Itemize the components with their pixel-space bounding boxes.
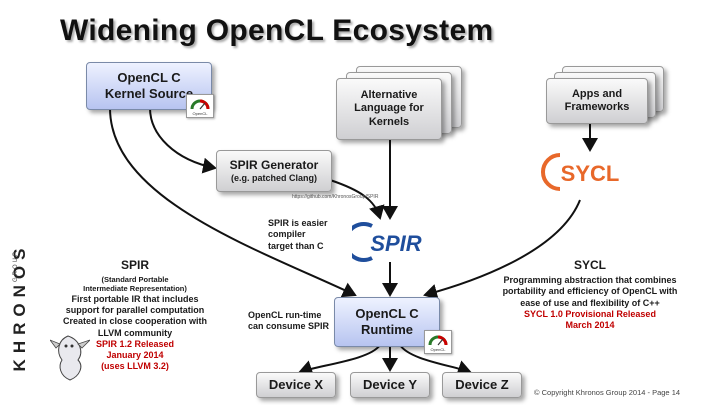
spir-panel-heading: SPIR — [120, 258, 149, 272]
kernel-source-line-1: OpenCL C — [117, 70, 181, 86]
device-y-box: Device Y — [350, 372, 430, 398]
runtime-consume-note: OpenCL run-time can consume SPIR — [248, 310, 338, 333]
spir-release-2: January 2014 — [106, 350, 164, 360]
opencl-logo-icon: OpenCL — [186, 94, 214, 118]
sycl-release-1: SYCL 1.0 Provisional Released — [524, 308, 656, 319]
spir-panel-body-4: LLVM community — [97, 327, 173, 338]
device-z-box: Device Z — [442, 372, 522, 398]
apps-line-2: Frameworks — [564, 101, 630, 113]
alt-language-line-1: Alternative — [360, 89, 418, 102]
apps-line-1: Apps and — [571, 87, 623, 100]
spir-panel-sub-2: Intermediate Representation) — [83, 284, 187, 294]
spir-easier-line-1: SPIR is easier compiler — [268, 218, 328, 240]
spir-logo: SPIR — [343, 222, 432, 262]
spir-panel: SPIR (Standard Portable Intermediate Rep… — [60, 258, 210, 373]
spir-release-3: (uses LLVM 3.2) — [101, 361, 169, 372]
spir-generator-box: SPIR Generator (e.g. patched Clang) — [216, 150, 332, 192]
page-title: Widening OpenCL Ecosystem — [60, 14, 494, 47]
runtime-line-1: OpenCL C — [355, 306, 419, 322]
opencl-runtime-logo-icon: OpenCL — [424, 330, 452, 354]
spir-url: https://github.com/KhronosGroup/SPIR — [292, 194, 379, 200]
sycl-panel-body-2: portability and efficiency of OpenCL wit… — [502, 286, 678, 297]
spir-panel-body-2: support for parallel computation — [65, 305, 205, 315]
svg-text:SYCL: SYCL — [561, 161, 620, 186]
footer-copyright: © Copyright Khronos Group 2014 - Page 14 — [534, 388, 681, 397]
runtime-line-2: Runtime — [361, 322, 413, 337]
kernel-source-box: OpenCL C Kernel Source — [86, 62, 212, 110]
sycl-release-2: March 2014 — [565, 320, 615, 330]
sycl-panel-heading: SYCL — [573, 258, 606, 272]
arrow-sycl-to-runtime — [423, 199, 581, 300]
svg-text:SPIR: SPIR — [370, 231, 421, 256]
arrow-kernel-to-runtime — [109, 107, 357, 298]
svg-text:OpenCL: OpenCL — [193, 111, 209, 116]
svg-text:OpenCL: OpenCL — [431, 347, 447, 352]
arrow-runtime-to-device-z — [399, 344, 472, 376]
spir-easier-line-2: target than C — [268, 240, 324, 251]
apps-frameworks-box: Apps and Frameworks — [546, 78, 648, 124]
spir-generator-sub: (e.g. patched Clang) — [230, 172, 317, 183]
runtime-box: OpenCL C Runtime — [334, 297, 440, 347]
spir-panel-body-1: First portable IR that includes — [71, 293, 199, 304]
arrow-runtime-to-device-x — [298, 344, 381, 376]
runtime-consume-line-2: can consume SPIR — [248, 321, 330, 332]
arrow-generator-to-spir — [329, 179, 385, 220]
alt-language-line-2: Language for — [354, 102, 424, 115]
spir-release-1: SPIR 1.2 Released — [95, 338, 175, 349]
sycl-logo: SYCL — [540, 152, 630, 192]
arrow-kernel-to-generator — [149, 107, 217, 174]
spir-panel-body-3: Created in close cooperation with — [62, 316, 208, 327]
spir-easier-note: SPIR is easier compiler target than C — [268, 218, 364, 252]
sycl-panel-body-1: Programming abstraction that combines — [503, 275, 677, 285]
spir-generator-title: SPIR Generator — [229, 158, 319, 173]
device-x-box: Device X — [256, 372, 336, 398]
alt-language-line-3: Kernels — [368, 115, 410, 128]
alt-language-box: Alternative Language for Kernels — [336, 78, 442, 140]
sycl-panel-body-3: ease of use and flexibility of C++ — [520, 297, 660, 308]
llvm-dragon-logo — [48, 330, 91, 386]
spir-panel-sub-1: (Standard Portable — [101, 275, 169, 284]
sycl-panel: SYCL Programming abstraction that combin… — [490, 258, 690, 331]
kernel-source-line-2: Kernel Source — [104, 86, 194, 101]
runtime-consume-line-1: OpenCL run-time — [248, 310, 322, 320]
